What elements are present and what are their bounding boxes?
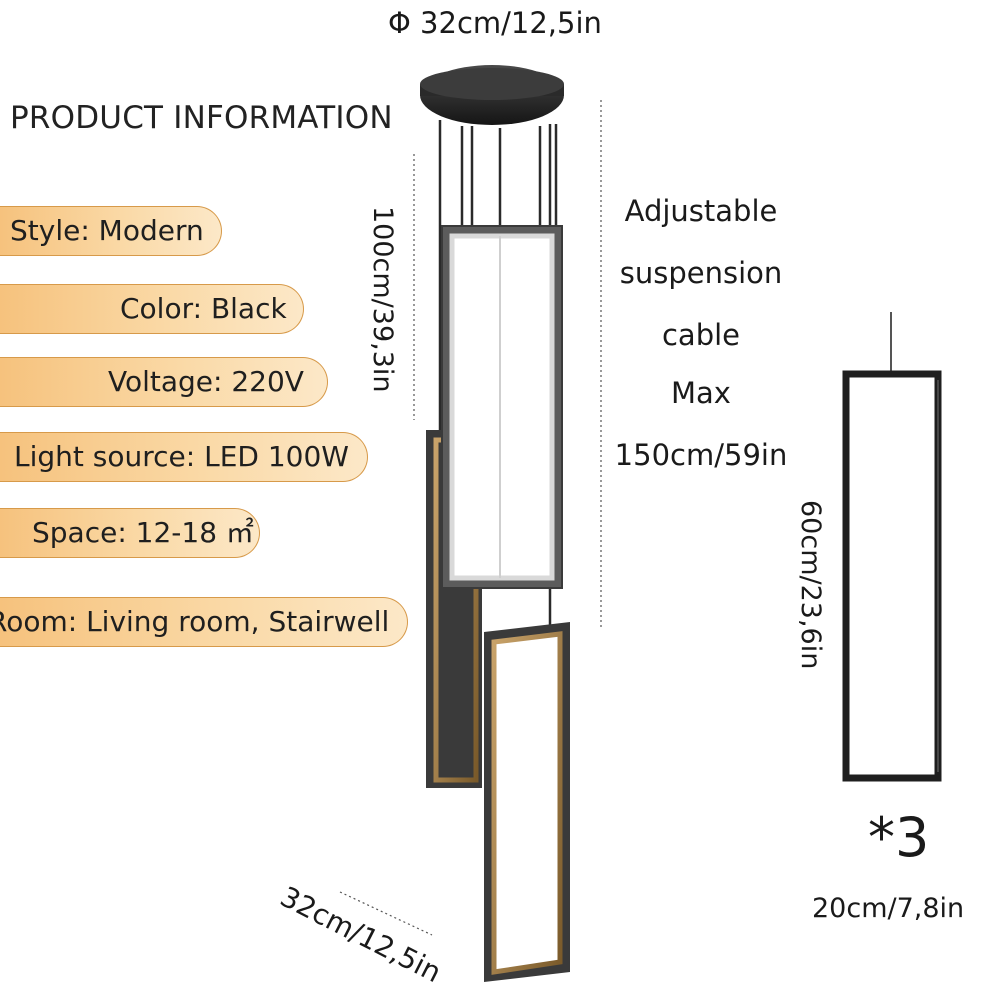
canopy <box>420 65 564 125</box>
cable-note-line-2: suspension <box>619 256 783 290</box>
spec-voltage-text: Voltage: 220V <box>108 365 304 398</box>
diameter-label: Φ 32cm/12,5in <box>388 6 602 40</box>
dimension-lines <box>339 100 602 936</box>
spec-space: Space: 12-18 ㎡ <box>0 508 260 558</box>
cable-note-line-4: Max <box>671 376 731 410</box>
spec-room-text: Room: Living room, Stairwell <box>0 605 390 638</box>
cable-note-line-3: cable <box>661 318 741 352</box>
spec-light-source: Light source: LED 100W <box>0 432 368 482</box>
quantity-multiplier: *3 <box>868 806 930 869</box>
panel-front <box>484 622 570 982</box>
spec-color: Color: Black <box>0 284 304 334</box>
panel-width-label: 20cm/7,8in <box>812 893 965 924</box>
spec-style: Style: Modern <box>0 206 222 256</box>
cable-note: Adjustable suspension cable Max 150cm/59… <box>606 180 796 490</box>
drop-height-label: 100cm/39,3in <box>367 206 398 393</box>
page-title: PRODUCT INFORMATION <box>10 100 393 136</box>
spec-light-source-text: Light source: LED 100W <box>14 440 349 473</box>
single-panel-diagram <box>842 312 942 782</box>
spec-color-text: Color: Black <box>120 292 287 325</box>
spec-style-text: Style: Modern <box>10 214 204 247</box>
spec-space-text: Space: 12-18 ㎡ <box>32 516 254 549</box>
spec-room: Room: Living room, Stairwell <box>0 597 408 647</box>
panel-top <box>441 225 563 589</box>
cable-note-line-5: 150cm/59in <box>614 438 788 472</box>
cable-note-line-1: Adjustable <box>624 194 778 228</box>
spec-voltage: Voltage: 220V <box>0 357 328 407</box>
panel-height-label: 60cm/23,6in <box>795 500 826 670</box>
